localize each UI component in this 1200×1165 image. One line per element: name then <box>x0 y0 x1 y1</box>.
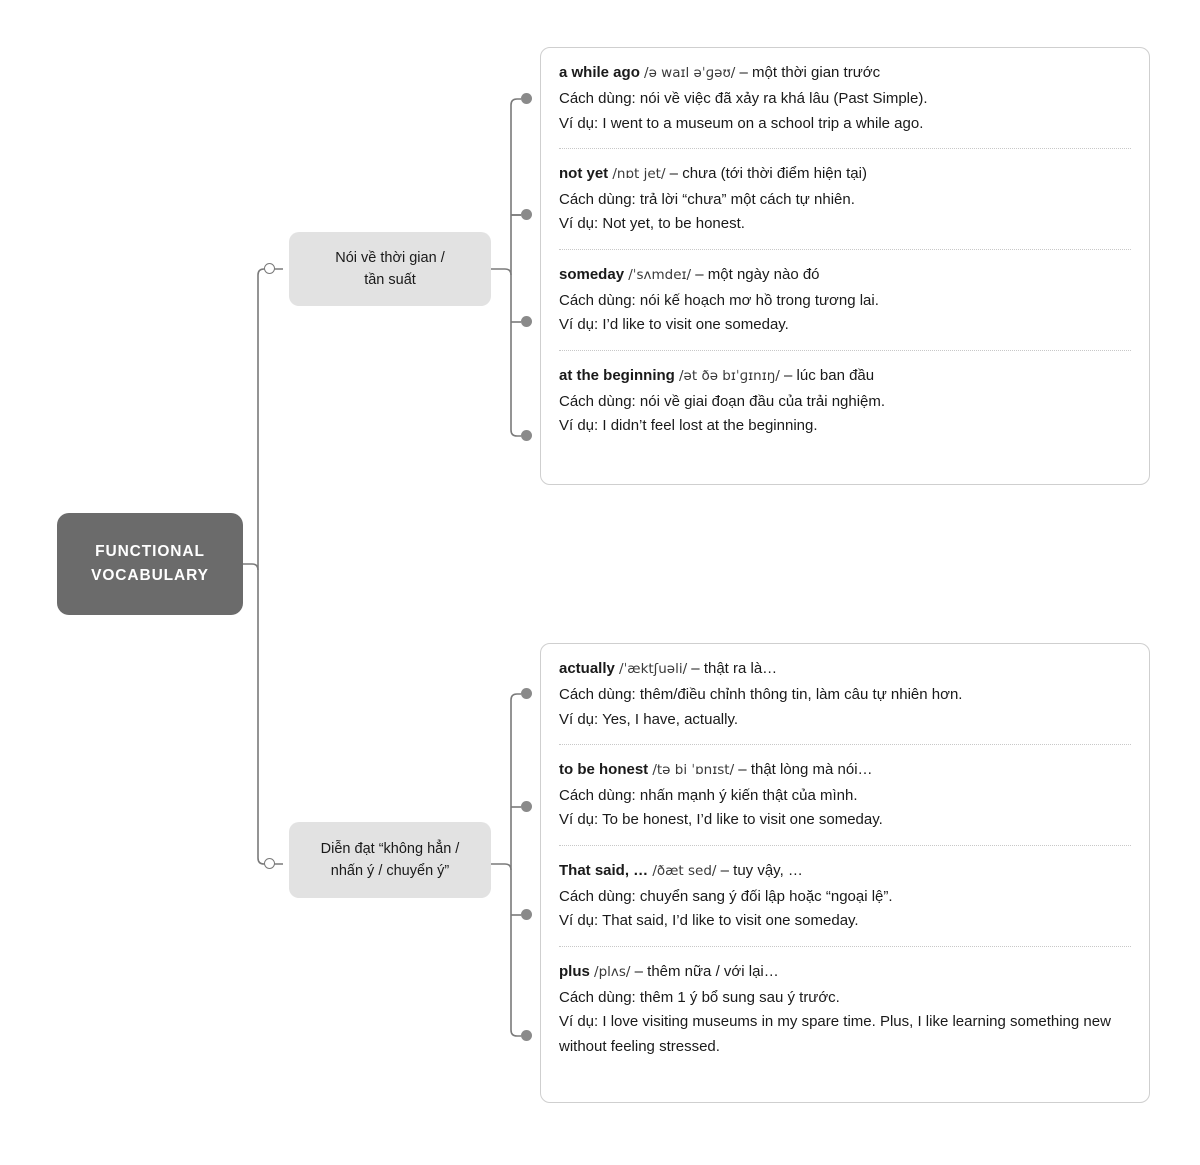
entry-usage: Cách dùng: trả lời “chưa” một cách tự nh… <box>559 191 855 209</box>
entry-example: Ví dụ: I went to a museum on a school tr… <box>559 114 924 132</box>
entry-dot-1-2 <box>521 209 532 220</box>
entry-example: Ví dụ: To be honest, I’d like to visit o… <box>559 811 883 829</box>
entry-example: Ví dụ: I’d like to visit one someday. <box>559 316 789 334</box>
entry-dot-1-3 <box>521 316 532 327</box>
entry-dash: – <box>695 265 704 283</box>
entry-heading: not yet /nɒt jet/ – chưa (tới thời điểm … <box>559 162 1131 186</box>
entry-dash: – <box>784 366 793 384</box>
branch-node-1-line2: tần suất <box>364 272 416 288</box>
root-node-line1: FUNCTIONAL <box>95 542 205 560</box>
entry-ipa: /ðæt sed/ <box>652 862 717 879</box>
entry-to-be-honest[interactable]: to be honest /tə bi ˈɒnɪst/ – thật lòng … <box>559 745 1131 846</box>
entry-usage: Cách dùng: thêm 1 ý bổ sung sau ý trước. <box>559 988 840 1006</box>
branch-connector-ring-2 <box>264 858 275 869</box>
entry-heading: at the beginning /ət ðə bɪˈɡɪnɪŋ/ – lúc … <box>559 364 1131 388</box>
entry-someday[interactable]: someday /ˈsʌmdeɪ/ – một ngày nào đó Cách… <box>559 250 1131 351</box>
entry-ipa: /tə bi ˈɒnɪst/ <box>652 761 735 778</box>
entry-gloss: lúc ban đầu <box>796 366 875 384</box>
entry-ipa: /nɒt jet/ <box>612 165 666 182</box>
entry-ipa: /ˈæktʃuəli/ <box>619 661 688 677</box>
entry-ipa: /ət ðə bɪˈɡɪnɪŋ/ <box>679 367 780 384</box>
entry-gloss: một ngày nào đó <box>707 265 820 283</box>
entry-term: someday <box>559 265 625 283</box>
entry-example: Ví dụ: That said, I’d like to visit one … <box>559 912 859 930</box>
entry-heading: someday /ˈsʌmdeɪ/ – một ngày nào đó <box>559 263 1131 287</box>
entry-example: Ví dụ: I love visiting museums in my spa… <box>559 1013 1111 1055</box>
entry-usage: Cách dùng: thêm/điều chỉnh thông tin, là… <box>559 686 963 704</box>
entry-dash: – <box>738 760 747 778</box>
entry-term: to be honest <box>559 760 649 778</box>
entry-usage: Cách dùng: nói về giai đoạn đầu của trải… <box>559 392 886 410</box>
root-node-line2: VOCABULARY <box>91 567 209 584</box>
entry-usage: Cách dùng: nhấn mạnh ý kiến thật của mìn… <box>559 787 858 805</box>
branch-node-2-line1: Diễn đạt “không hẳn / <box>320 840 460 857</box>
entry-gloss: một thời gian trước <box>752 64 881 81</box>
entry-usage: Cách dùng: nói về việc đã xảy ra khá lâu… <box>559 90 928 108</box>
entry-dash: – <box>691 660 700 677</box>
entry-at-the-beginning[interactable]: at the beginning /ət ðə bɪˈɡɪnɪŋ/ – lúc … <box>559 351 1131 451</box>
branch-node-hedging-emphasis[interactable]: Diễn đạt “không hẳn / nhấn ý / chuyển ý” <box>289 822 491 898</box>
entry-dash: – <box>669 164 679 182</box>
root-node[interactable]: FUNCTIONAL VOCABULARY <box>57 513 243 615</box>
entry-usage: Cách dùng: chuyển sang ý đối lập hoặc “n… <box>559 888 893 906</box>
entry-term: That said, … <box>559 861 649 879</box>
entry-ipa: /ə waɪl əˈɡəʊ/ <box>644 65 736 81</box>
entry-usage: Cách dùng: nói kế hoạch mơ hồ trong tươn… <box>559 292 879 310</box>
entry-gloss: thật lòng mà nói… <box>750 760 873 778</box>
entry-heading: actually /ˈæktʃuəli/ – thật ra là… <box>559 657 1131 681</box>
entry-gloss: thêm nữa / với lại… <box>647 962 779 980</box>
connector-root-trunk <box>243 563 283 865</box>
entry-example: Ví dụ: I didn’t feel lost at the beginni… <box>559 417 818 435</box>
entry-term: actually <box>559 660 615 677</box>
entry-dash: – <box>720 861 729 879</box>
entry-dot-1-1 <box>521 93 532 104</box>
entry-plus[interactable]: plus /plʌs/ – thêm nữa / với lại… Cách d… <box>559 947 1131 1071</box>
entry-example: Ví dụ: Yes, I have, actually. <box>559 710 739 728</box>
entry-gloss: tuy vậy, … <box>733 861 803 879</box>
connector-branch1-entry1 <box>510 98 521 275</box>
entry-heading: plus /plʌs/ – thêm nữa / với lại… <box>559 960 1131 984</box>
card-time-frequency: a while ago /ə waɪl əˈɡəʊ/ – một thời gi… <box>540 47 1150 485</box>
entry-dot-2-4 <box>521 1030 532 1041</box>
entry-term: plus <box>559 962 590 980</box>
entry-dot-2-1 <box>521 688 532 699</box>
entry-term: at the beginning <box>559 366 675 384</box>
branch-node-time-frequency[interactable]: Nói về thời gian / tần suất <box>289 232 491 306</box>
entry-that-said[interactable]: That said, … /ðæt sed/ – tuy vậy, … Cách… <box>559 846 1131 947</box>
branch-node-1-line1: Nói về thời gian / <box>335 249 445 266</box>
connector-root-to-branch1 <box>257 268 283 570</box>
entry-example: Ví dụ: Not yet, to be honest. <box>559 215 745 233</box>
entry-dash: – <box>739 64 748 81</box>
entry-term: not yet <box>559 164 609 182</box>
entry-gloss: chưa (tới thời điểm hiện tại) <box>682 164 867 182</box>
card-hedging-emphasis: actually /ˈæktʃuəli/ – thật ra là… Cách … <box>540 643 1150 1103</box>
entry-a-while-ago[interactable]: a while ago /ə waɪl əˈɡəʊ/ – một thời gi… <box>559 48 1131 149</box>
entry-actually[interactable]: actually /ˈæktʃuəli/ – thật ra là… Cách … <box>559 644 1131 745</box>
entry-heading: to be honest /tə bi ˈɒnɪst/ – thật lòng … <box>559 758 1131 782</box>
entry-heading: That said, … /ðæt sed/ – tuy vậy, … <box>559 859 1131 883</box>
entry-dot-2-2 <box>521 801 532 812</box>
entry-ipa: /plʌs/ <box>594 963 631 980</box>
entry-term: a while ago <box>559 64 640 81</box>
entry-dot-1-4 <box>521 430 532 441</box>
branch-connector-ring-1 <box>264 263 275 274</box>
entry-heading: a while ago /ə waɪl əˈɡəʊ/ – một thời gi… <box>559 61 1131 85</box>
entry-gloss: thật ra là… <box>703 660 778 677</box>
entry-dash: – <box>634 962 643 980</box>
connector-branch1-spine <box>491 268 521 437</box>
branch-node-2-line2: nhấn ý / chuyển ý” <box>330 863 450 879</box>
connector-branch2-entry1 <box>510 693 521 870</box>
entry-ipa: /ˈsʌmdeɪ/ <box>628 266 692 283</box>
entry-not-yet[interactable]: not yet /nɒt jet/ – chưa (tới thời điểm … <box>559 149 1131 250</box>
entry-dot-2-3 <box>521 909 532 920</box>
connector-branch2-spine <box>491 863 521 1037</box>
